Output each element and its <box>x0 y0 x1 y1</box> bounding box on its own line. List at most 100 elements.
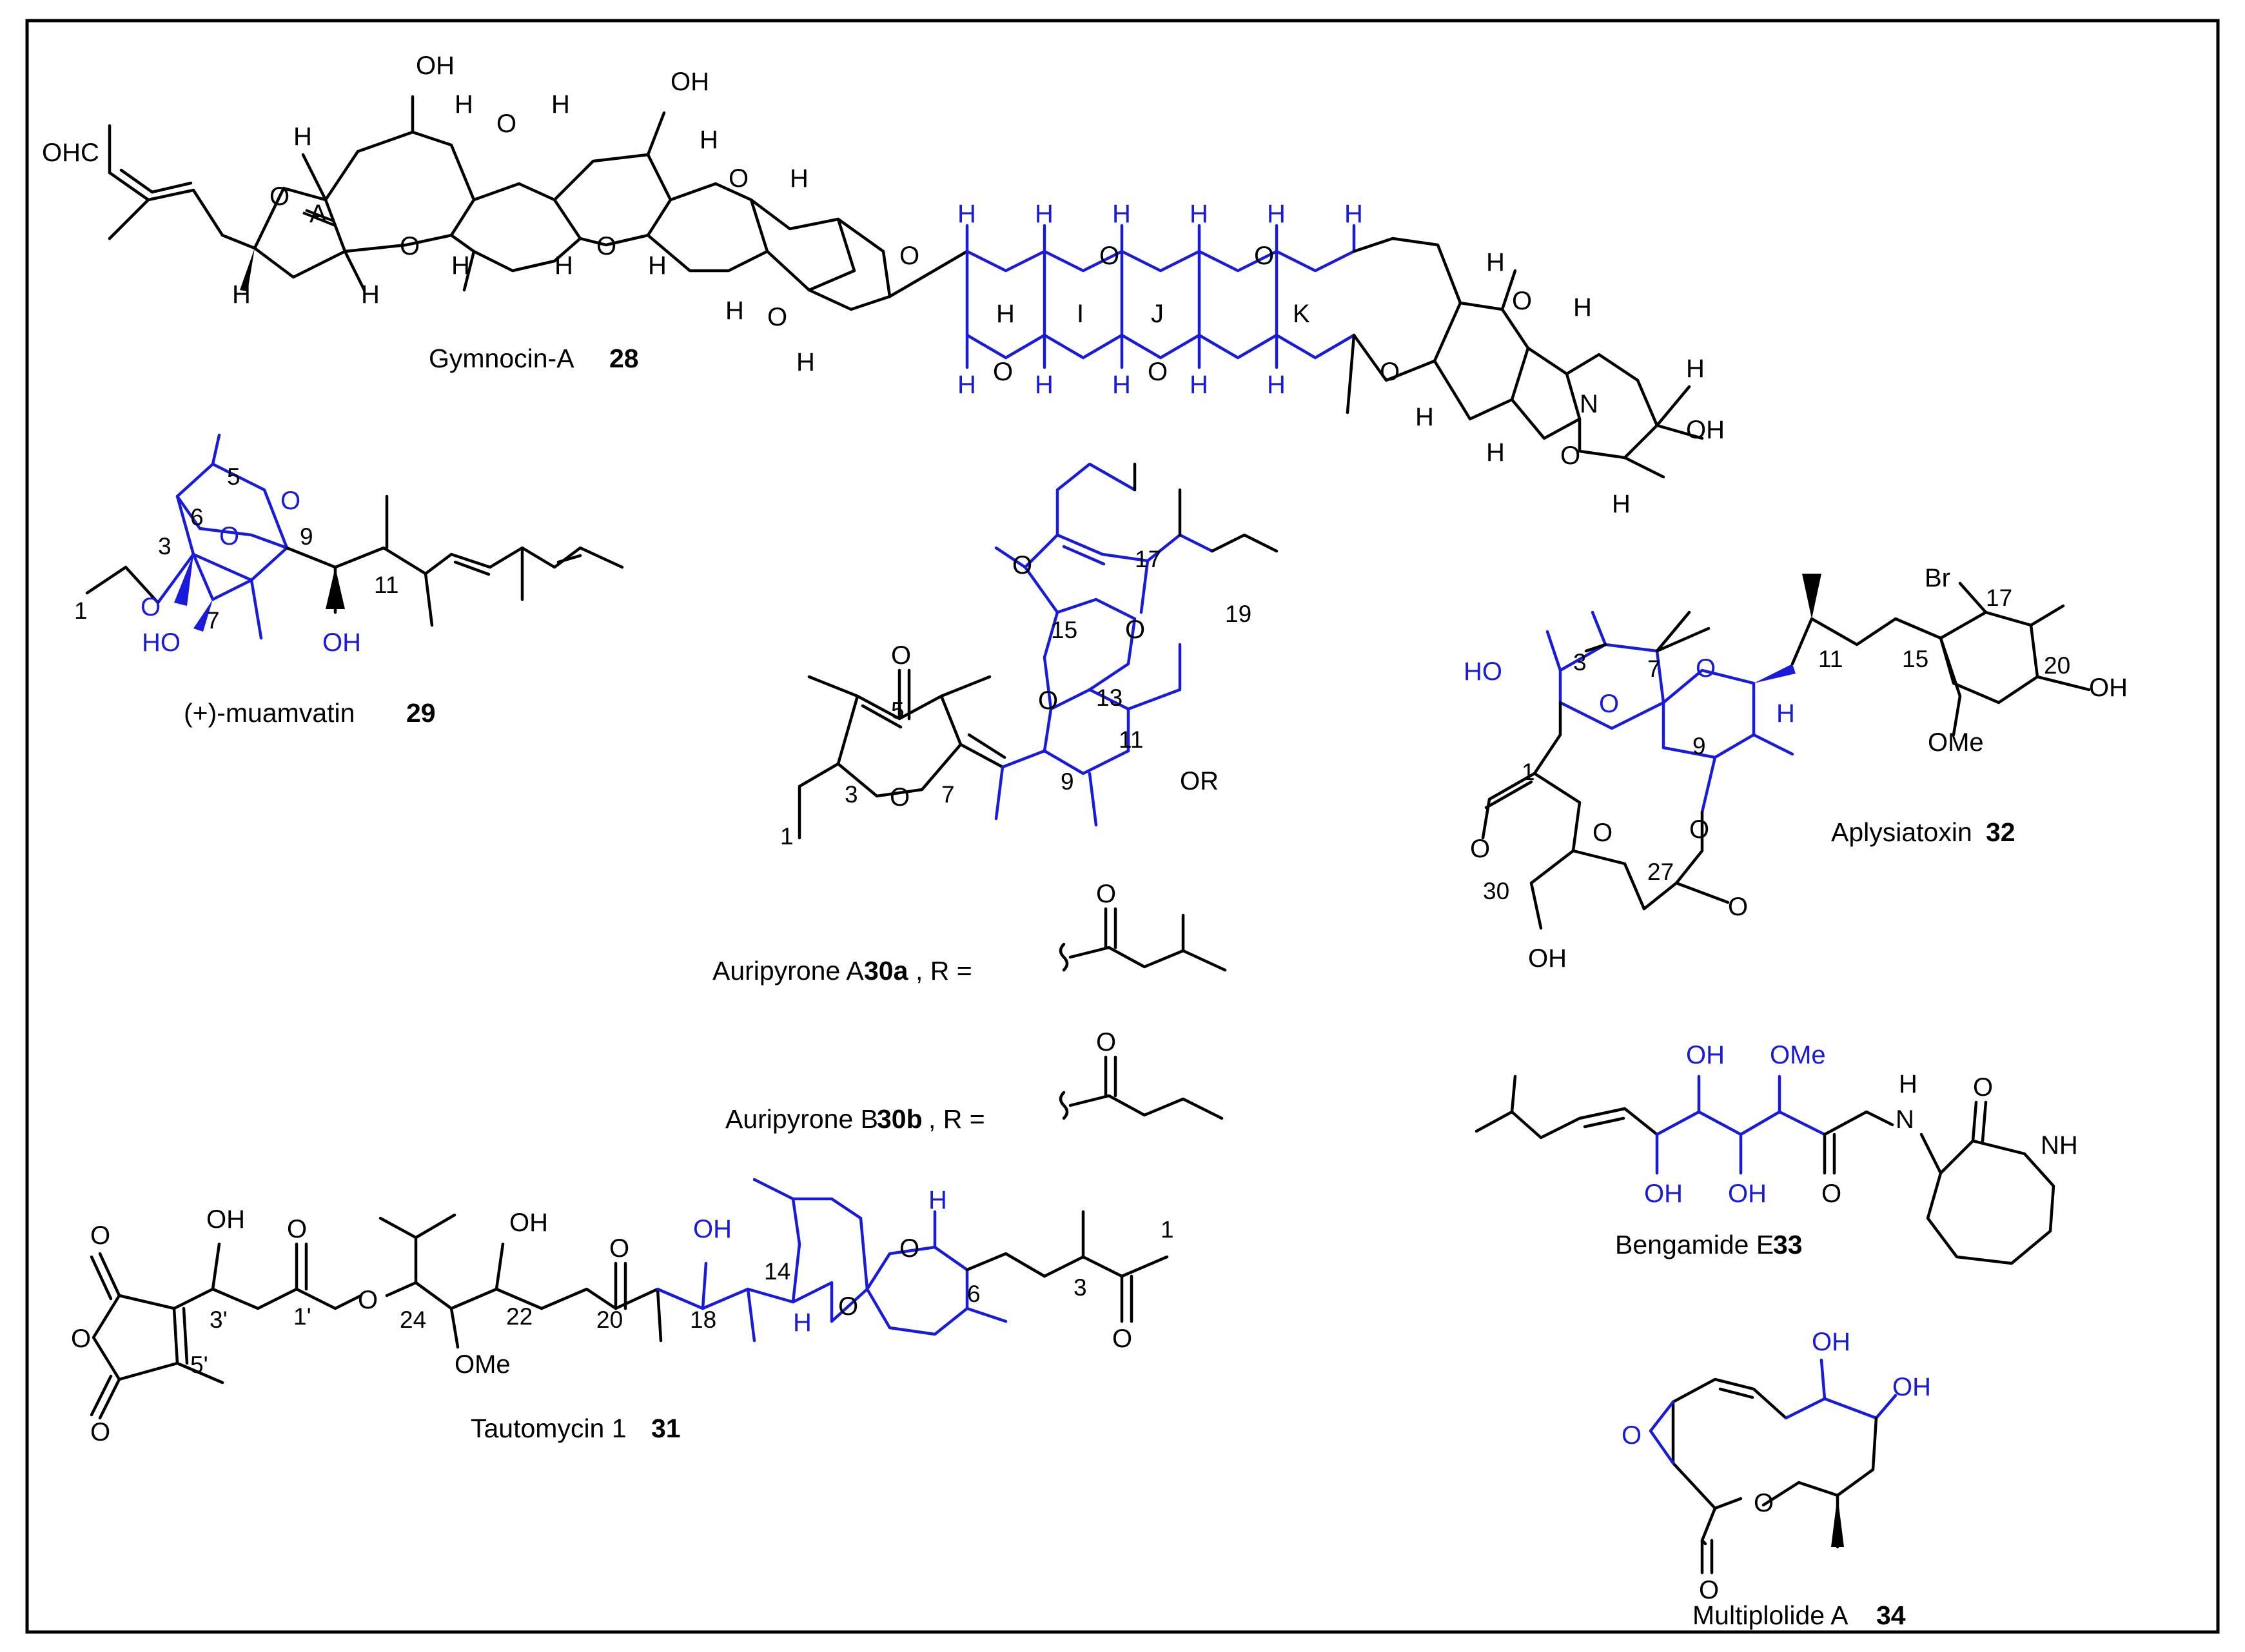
tautomycin-o-9: O <box>1112 1325 1132 1353</box>
tautomycin-o-2: O <box>71 1325 91 1353</box>
gymnocin-h-5: H <box>790 164 809 193</box>
aplysiatoxin-o-1: O <box>1599 690 1619 718</box>
gymnocin-blue-o-2: O <box>1254 242 1274 270</box>
tautomycin-o-6: O <box>609 1234 629 1263</box>
auripyrone-loc-17: 17 <box>1135 546 1161 572</box>
tautomycin-oh-3: OH <box>693 1215 732 1243</box>
multiplolide-structure: OH OH O O O Multiplolide A 34 <box>1622 1328 1931 1630</box>
gymnocin-h-9: H <box>554 251 573 280</box>
tautomycin-loc-1p: 1' <box>293 1303 311 1330</box>
gymnocin-h-3: H <box>551 90 570 119</box>
aplysiatoxin-o-4: O <box>1470 835 1490 863</box>
tautomycin-oh-1: OH <box>206 1205 245 1234</box>
gymnocin-o-6: O <box>767 303 787 331</box>
aplysiatoxin-loc-17: 17 <box>1986 585 2012 611</box>
gymnocin-caption: Gymnocin-A <box>429 344 574 373</box>
auripyrone-o-3: O <box>1012 551 1032 579</box>
gymnocin-blue-h-7: H <box>957 371 976 399</box>
gymnocin-blue-h-3: H <box>1112 200 1131 228</box>
tautomycin-loc-6: 6 <box>967 1281 981 1307</box>
aplysiatoxin-structure: HO O O H O O O O OH OMe OH Br 3 7 1 30 2… <box>1464 564 2128 973</box>
tautomycin-loc-5p: 5' <box>190 1352 208 1378</box>
multiplolide-epoxide-o: O <box>1622 1421 1642 1450</box>
aplysiatoxin-caption: Aplysiatoxin <box>1831 817 1972 847</box>
gymnocin-oh-1: OH <box>416 52 455 80</box>
auripyrone-r-o-1: O <box>1096 880 1116 908</box>
auripyrone-loc-9: 9 <box>1061 768 1074 795</box>
auripyrone-a-number: 30a <box>864 956 909 986</box>
aplysiatoxin-br: Br <box>1925 564 1950 592</box>
tautomycin-o-5: O <box>358 1286 378 1314</box>
auripyrone-o-2: O <box>890 783 910 811</box>
tautomycin-o-4: O <box>287 1215 307 1243</box>
auripyrone-loc-1: 1 <box>780 823 794 850</box>
muamvatin-o-3: O <box>141 593 161 621</box>
auripyrone-b-caption: Auripyrone B <box>725 1104 878 1134</box>
auripyrone-o-4: O <box>1125 616 1145 644</box>
gymnocin-blue-h-8: H <box>1035 371 1054 399</box>
gymnocin-oh-3: OH <box>1686 416 1725 444</box>
bengamide-caption: Bengamide E <box>1615 1230 1774 1259</box>
tautomycin-loc-20: 20 <box>596 1307 623 1333</box>
figure-frame <box>25 19 2220 1634</box>
aplysiatoxin-o-5: O <box>1689 815 1709 844</box>
gymnocin-ohc: OHC <box>42 139 99 167</box>
aplysiatoxin-oh: OH <box>1528 944 1567 973</box>
aplysiatoxin-o-2: O <box>1696 654 1716 683</box>
auripyrone-structure: O O 5 3 7 1 O O O OR 9 11 13 15 17 19 <box>712 462 1279 1134</box>
muamvatin-o-2: O <box>219 522 239 550</box>
gymnocin-o-1: O <box>270 182 289 211</box>
bengamide-structure: OH OMe OH OH O H N O NH Bengamide E 33 <box>1475 1041 2078 1265</box>
tautomycin-o-7: O <box>838 1292 858 1321</box>
aplysiatoxin-loc-27: 27 <box>1647 859 1674 885</box>
gymnocin-blue-h-1: H <box>957 200 976 228</box>
tautomycin-o-1: O <box>90 1221 110 1250</box>
aplysiatoxin-number: 32 <box>1986 817 2015 847</box>
gymnocin-h-11: H <box>725 296 744 325</box>
aplysiatoxin-ho: HO <box>1464 657 1502 686</box>
tautomycin-loc-3p: 3' <box>210 1307 228 1333</box>
auripyrone-a-caption: Auripyrone A <box>712 956 864 986</box>
tautomycin-blue-h-1: H <box>793 1308 812 1337</box>
gymnocin-ring-i-label: I <box>1077 300 1084 328</box>
multiplolide-oh-2: OH <box>1892 1373 1931 1401</box>
aplysiatoxin-loc-1: 1 <box>1522 759 1535 785</box>
gymnocin-h-16: H <box>1486 438 1505 467</box>
tautomycin-caption: Tautomycin 1 <box>471 1414 627 1443</box>
bengamide-nh: NH <box>2041 1131 2078 1160</box>
gymnocin-blue-h-4: H <box>1190 200 1208 228</box>
gymnocin-h-10: H <box>648 251 667 280</box>
gymnocin-o-5: O <box>729 164 749 193</box>
aplysiatoxin-loc-11: 11 <box>1818 646 1843 672</box>
muamvatin-caption: (+)-muamvatin <box>184 698 355 728</box>
auripyrone-o-1: O <box>891 641 911 670</box>
tautomycin-ome: OMe <box>455 1350 511 1379</box>
gymnocin-o-3: O <box>496 110 516 138</box>
multiplolide-carbonyl-o: O <box>1699 1576 1719 1604</box>
muamvatin-structure: O O O HO OH 5 6 3 9 11 1 7 (+)-muamvatin… <box>74 433 624 728</box>
aplysiatoxin-o-6: O <box>1728 893 1748 921</box>
gymnocin-h-7: H <box>361 280 380 309</box>
muamvatin-ho: HO <box>142 628 181 657</box>
tautomycin-loc-22: 22 <box>506 1303 533 1330</box>
bengamide-o-1: O <box>1821 1180 1841 1208</box>
gymnocin-o-2: O <box>400 232 420 260</box>
tautomycin-o-8: O <box>899 1234 919 1263</box>
aplysiatoxin-phenol-oh: OH <box>2089 674 2128 702</box>
aplysiatoxin-ome: OMe <box>1928 728 1984 757</box>
gymnocin-o-10: O <box>1560 442 1580 470</box>
aplysiatoxin-h: H <box>1776 699 1795 728</box>
muamvatin-loc-3: 3 <box>158 533 172 559</box>
gymnocin-ring-n-label: N <box>1580 390 1598 418</box>
auripyrone-loc-11: 11 <box>1119 726 1143 753</box>
aplysiatoxin-loc-7: 7 <box>1647 656 1661 682</box>
tautomycin-loc-24: 24 <box>400 1307 426 1333</box>
gymnocin-h-13: H <box>1486 248 1505 277</box>
gymnocin-h-8: H <box>451 251 470 280</box>
auripyrone-loc-19: 19 <box>1225 601 1251 627</box>
multiplolide-ring-o: O <box>1754 1489 1774 1517</box>
aplysiatoxin-loc-9: 9 <box>1692 733 1706 759</box>
aplysiatoxin-loc-20: 20 <box>2044 652 2070 679</box>
muamvatin-loc-1: 1 <box>74 598 88 624</box>
multiplolide-number: 34 <box>1876 1600 1906 1630</box>
